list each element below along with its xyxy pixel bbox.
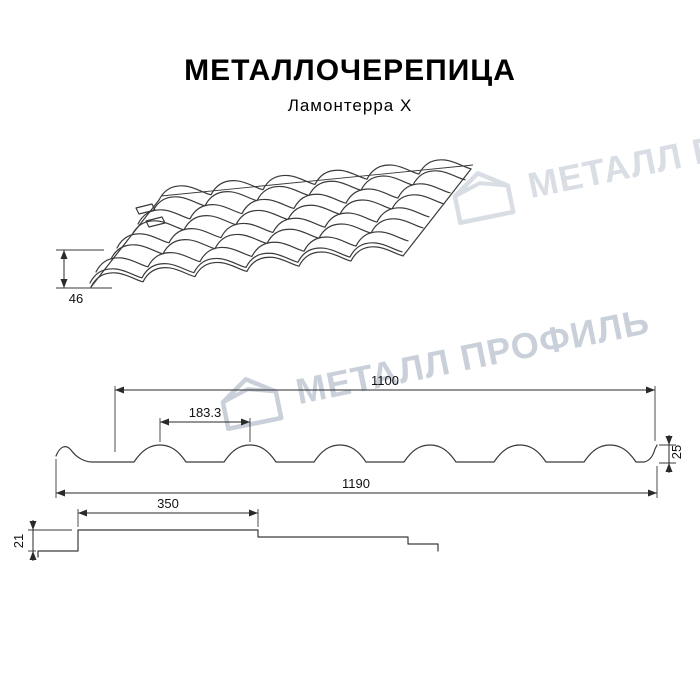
watermark-partial: МЕТАЛЛ ПРОФИЛЬ [447,89,700,227]
tile-row-line [116,207,430,249]
tile-row-line [90,246,404,288]
tile-row-line [158,159,472,201]
dim-module-length-label: 350 [157,496,179,511]
profile-curve [55,444,658,463]
dim-step-height-label: 21 [11,534,26,548]
tile-row-line [110,218,424,260]
page-subtitle: Ламонтерра X [287,96,413,115]
tile-row-line [95,231,409,273]
dim-wave-pitch-label: 183.3 [189,405,222,420]
tile-row-line [137,183,451,225]
page-title: МЕТАЛЛОЧЕРЕПИЦА [184,54,516,87]
dim-full-width-label: 1190 [342,476,370,491]
dim-front-height-label: 46 [69,291,83,306]
brand-logo-icon [452,171,516,226]
header: МЕТАЛЛОЧЕРЕПИЦА Ламонтерра X [0,0,700,116]
sheet-left-edge [90,199,160,288]
clip-mark [135,203,156,215]
tile-row-line [152,170,466,212]
clip-mark [145,216,166,228]
dim-cover-width-label: 1100 [371,373,399,388]
step-profile-curve [37,529,439,558]
cross-section-drawing: 1100 183.3 25 1190 [55,373,684,498]
tile-row-line [131,194,445,236]
roof-sheet-perspective: 46 [56,159,474,306]
sheet-right-edge [402,168,472,257]
dim-profile-height-label: 25 [669,445,684,459]
tile-row-line [89,242,403,284]
sheet-top-edge [160,164,474,197]
step-profile-drawing: 350 21 [11,496,439,561]
